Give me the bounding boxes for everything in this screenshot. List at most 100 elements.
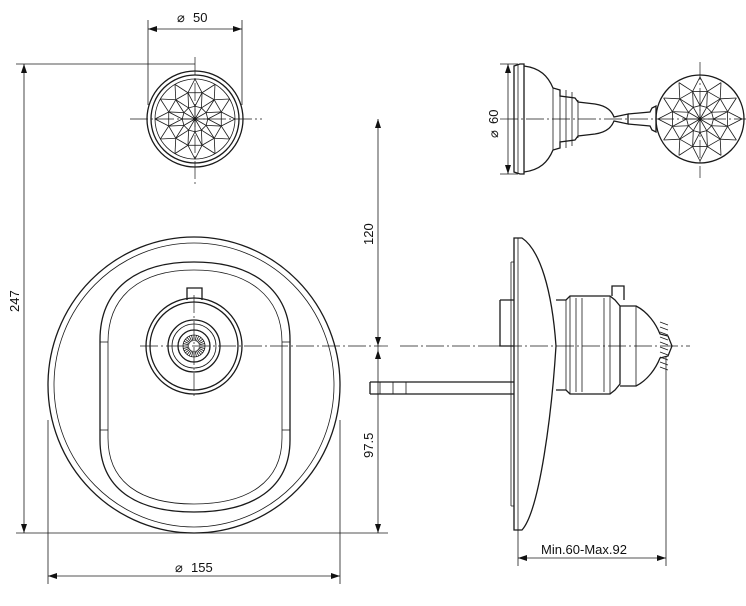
facet-line xyxy=(214,98,230,101)
knurl-line xyxy=(198,346,205,349)
knurl-line xyxy=(196,349,202,355)
dim-symbol: ⌀ xyxy=(177,10,185,25)
facet-line xyxy=(663,138,680,141)
knurl-line xyxy=(185,338,191,344)
dim-knob-diameter-label: 50 xyxy=(193,10,207,25)
dimension-knob-diameter: ⌀ 50 xyxy=(147,10,243,105)
facet-line xyxy=(201,129,215,139)
facet-line xyxy=(678,146,693,156)
facet-line xyxy=(188,105,196,109)
facet-line xyxy=(707,91,721,100)
facet-line xyxy=(205,99,215,113)
facet-line xyxy=(207,118,222,127)
facet-line xyxy=(678,82,681,99)
facet-line xyxy=(719,98,728,112)
facet-line xyxy=(201,137,215,146)
facet-line xyxy=(168,111,183,120)
knurl-line xyxy=(194,350,197,357)
facet-line xyxy=(727,118,743,127)
facet-line xyxy=(692,132,701,147)
facet-line xyxy=(201,99,215,109)
facet-line xyxy=(688,125,694,131)
facet-line xyxy=(706,91,708,108)
knurl-line xyxy=(197,348,203,354)
facet-line xyxy=(201,107,207,113)
facet-line xyxy=(699,105,707,108)
knob-side-view xyxy=(500,62,746,178)
facet-line xyxy=(201,92,203,108)
facet-line xyxy=(194,118,207,126)
facet-line xyxy=(692,91,701,106)
knurl-line xyxy=(659,326,669,331)
facet-line xyxy=(181,118,185,126)
facet-line xyxy=(679,138,693,147)
facet-line xyxy=(706,107,712,113)
facet-line xyxy=(672,118,687,127)
facet-line xyxy=(657,118,673,127)
facet-line xyxy=(221,118,236,127)
knurl-line xyxy=(185,348,191,354)
facet-line xyxy=(187,92,196,107)
facet-line xyxy=(699,118,712,127)
facet-line xyxy=(194,131,203,146)
facet-line xyxy=(206,125,222,127)
facet-line xyxy=(727,97,737,112)
facet-line xyxy=(678,82,693,92)
facet-line xyxy=(699,107,708,120)
knurl-line xyxy=(194,335,197,342)
dimension-overall-height: 247 xyxy=(7,63,195,534)
facet-line xyxy=(672,126,681,140)
facet-line xyxy=(727,111,743,120)
facet-line xyxy=(693,130,701,133)
facet-line xyxy=(183,125,189,131)
facet-line xyxy=(213,99,222,113)
facet-line xyxy=(160,137,176,140)
knurl-line xyxy=(198,343,205,346)
facet-line xyxy=(663,97,673,112)
dim-lower-offset-label: 97.5 xyxy=(361,433,376,458)
dim-overall-height-label: 247 xyxy=(7,290,22,312)
facet-line xyxy=(663,97,680,100)
facet-line xyxy=(699,91,708,106)
facet-line xyxy=(713,118,728,127)
plate-side-view xyxy=(369,237,690,531)
facet-line xyxy=(194,105,202,109)
facet-line xyxy=(679,98,689,113)
knurl-line xyxy=(659,356,669,361)
facet-line xyxy=(206,111,222,113)
facet-line xyxy=(711,125,728,127)
facet-line xyxy=(187,78,196,93)
facet-line xyxy=(692,118,701,131)
facet-line xyxy=(706,98,721,108)
facet-line xyxy=(707,82,722,92)
facet-line xyxy=(187,92,189,108)
facet-line xyxy=(699,118,708,131)
facet-line xyxy=(174,84,189,94)
knurl-line xyxy=(197,338,203,344)
facet-line xyxy=(187,131,196,146)
facet-line xyxy=(221,111,236,120)
facet-line xyxy=(175,99,189,109)
knurl-line xyxy=(659,336,669,341)
facet-line xyxy=(168,125,184,127)
facet-line xyxy=(672,98,681,112)
facet-line xyxy=(183,107,189,113)
facet-line xyxy=(657,111,673,120)
facet-line xyxy=(201,144,216,154)
facet-line xyxy=(679,125,689,140)
facet-line xyxy=(719,139,722,156)
facet-line xyxy=(194,129,202,133)
dim-rosette-diameter-label: 60 xyxy=(486,110,501,124)
knurl-line xyxy=(186,337,192,343)
facet-line xyxy=(688,111,701,120)
facet-line xyxy=(201,84,216,94)
facet-line xyxy=(194,112,207,120)
facet-line xyxy=(672,111,687,120)
facet-line xyxy=(168,111,184,113)
facet-line xyxy=(706,130,721,140)
facet-line xyxy=(194,107,202,120)
facet-line xyxy=(201,125,207,131)
dim-offset-vertical-label: 120 xyxy=(361,223,376,245)
dimension-depth-range: Min.60-Max.92 xyxy=(517,356,667,566)
